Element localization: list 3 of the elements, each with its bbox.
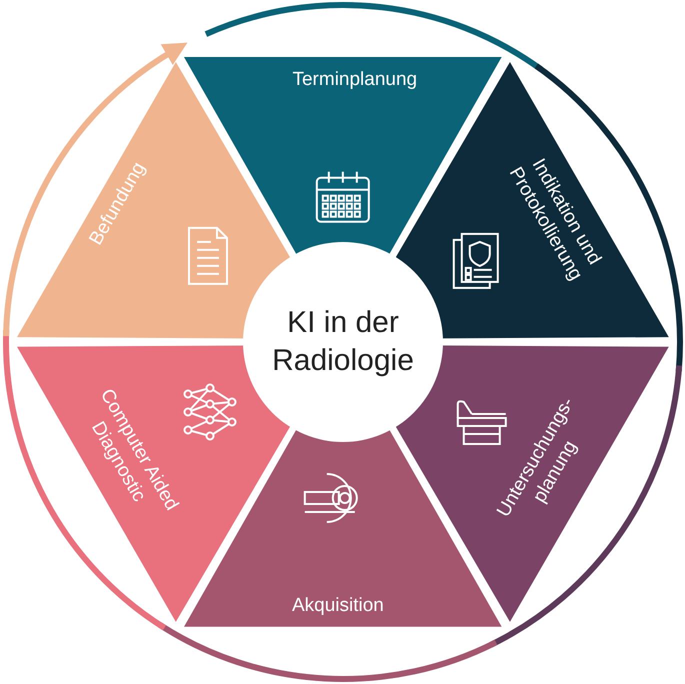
- segment-label: Terminplanung: [292, 68, 418, 92]
- center-label: KI in der Radiologie: [271, 305, 415, 379]
- segment-label: Akquisition: [292, 594, 384, 618]
